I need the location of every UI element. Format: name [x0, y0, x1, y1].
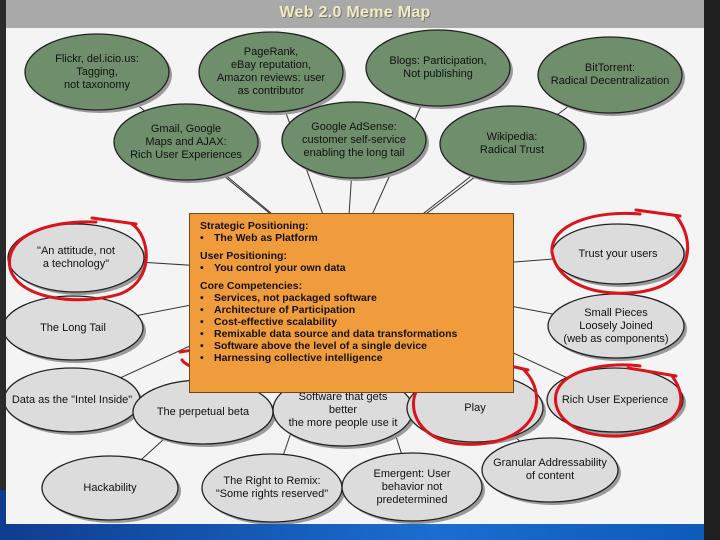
- core-bullet-item: • Architecture of Participation: [200, 304, 503, 316]
- node-label-bittorrent: BitTorrent: Radical Decentralization: [550, 62, 670, 87]
- bullet-icon: •: [200, 340, 204, 352]
- annotation-circle-rue: [554, 363, 683, 438]
- node-ellipse-adsense: [281, 101, 427, 179]
- node-label-emergent: Emergent: User behavior not predetermine…: [373, 467, 451, 506]
- node-ellipse-granular: [481, 437, 619, 503]
- node-ellipse-longtail: [6, 295, 144, 361]
- core-bullet-text: Architecture of Participation: [214, 304, 356, 316]
- core-box: Strategic Positioning:•The Web as Platfo…: [189, 213, 514, 393]
- node-ellipse-attitude: [7, 223, 145, 293]
- node-ellipse-flickr: [24, 33, 170, 111]
- core-bullet-text: Remixable data source and data transform…: [214, 328, 458, 340]
- core-bullet-text: Harnessing collective intelligence: [214, 352, 383, 364]
- node-label-remix: The Right to Remix: "Some rights reserve…: [215, 475, 329, 500]
- core-section: Core Competencies:•Services, not package…: [200, 280, 503, 364]
- node-label-blogs: Blogs: Participation, Not publishing: [389, 55, 487, 80]
- meme-map: Flickr, del.icio.us: Tagging, not taxono…: [6, 28, 704, 524]
- node-ellipse-pagerank: [198, 31, 344, 113]
- core-bullet-item: • Services, not packaged software: [200, 292, 503, 304]
- node-label-flickr: Flickr, del.icio.us: Tagging, not taxono…: [55, 52, 139, 91]
- node-label-play: Play: [464, 401, 486, 414]
- node-label-longtail: The Long Tail: [40, 321, 106, 334]
- node-label-trust: Trust your users: [578, 247, 658, 260]
- bullet-icon: •: [200, 304, 204, 316]
- title-band: Web 2.0 Meme Map: [6, 0, 704, 28]
- core-bullet-item: • Cost-effective scalability: [200, 316, 503, 328]
- core-bullet-item: • You control your own data: [200, 262, 503, 274]
- node-label-attitude: "An attitude, not a technology": [37, 245, 115, 270]
- core-bullet-item: • Remixable data source and data transfor…: [200, 328, 503, 340]
- core-bullet-item: • Software above the level of a single de…: [200, 340, 503, 352]
- core-bullet-item: • Harnessing collective intelligence: [200, 352, 503, 364]
- node-label-wikipedia: Wikipedia: Radical Trust: [479, 131, 545, 156]
- bullet-icon: •: [200, 316, 204, 328]
- node-ellipse-hackability: [41, 455, 179, 521]
- meme-map-graphics: [6, 29, 690, 524]
- node-ellipse-gmail: [113, 103, 259, 181]
- node-label-gmail: Gmail, Google Maps and AJAX: Rich User E…: [130, 122, 242, 161]
- bullet-icon: •: [200, 232, 204, 244]
- core-section-heading: Core Competencies:: [200, 280, 303, 292]
- node-label-pagerank: PageRank, eBay reputation, Amazon review…: [216, 46, 326, 97]
- core-section: Strategic Positioning:• The Web as Platfo…: [200, 220, 503, 244]
- bullet-icon: •: [200, 352, 204, 364]
- node-ellipse-rue: [546, 367, 684, 433]
- left-border: [0, 0, 6, 540]
- bullet-icon: •: [200, 262, 204, 274]
- node-label-intel: Data as the "Intel Inside": [11, 393, 133, 406]
- node-ellipse-emergent: [341, 452, 483, 522]
- node-ellipse-wikipedia: [439, 105, 585, 183]
- core-bullet-text: You control your own data: [214, 262, 346, 274]
- node-label-rue: Rich User Experience: [561, 393, 669, 406]
- right-border: [704, 0, 720, 540]
- core-bullet-item: • The Web as Platform: [200, 232, 503, 244]
- core-bullet-text: The Web as Platform: [214, 232, 318, 244]
- node-label-hackability: Hackability: [83, 481, 137, 494]
- core-bullet-text: Cost-effective scalability: [214, 316, 338, 328]
- bullet-icon: •: [200, 292, 204, 304]
- core-section-heading: User Positioning:: [200, 250, 287, 262]
- annotation-circle-trust: [550, 208, 690, 295]
- core-bullet-text: Software above the level of a single dev…: [214, 340, 427, 352]
- node-label-granular: Granular Addressability of content: [493, 457, 607, 482]
- page-title: Web 2.0 Meme Map: [279, 4, 431, 21]
- node-label-small: Small Pieces Loosely Joined (web as comp…: [563, 306, 669, 345]
- core-bullet-text: Services, not packaged software: [214, 292, 377, 304]
- node-label-beta: The perpetual beta: [156, 405, 250, 418]
- core-section: User Positioning:• You control your own d…: [200, 250, 503, 274]
- node-ellipse-blogs: [365, 29, 511, 107]
- bullet-icon: •: [200, 328, 204, 340]
- core-section-heading: Strategic Positioning:: [200, 220, 309, 232]
- node-label-adsense: Google AdSense: customer self-service en…: [302, 120, 406, 159]
- annotation-circle-attitude: [8, 216, 148, 302]
- node-ellipse-bittorrent: [537, 36, 683, 114]
- node-label-better: Software that gets better the more peopl…: [288, 390, 398, 429]
